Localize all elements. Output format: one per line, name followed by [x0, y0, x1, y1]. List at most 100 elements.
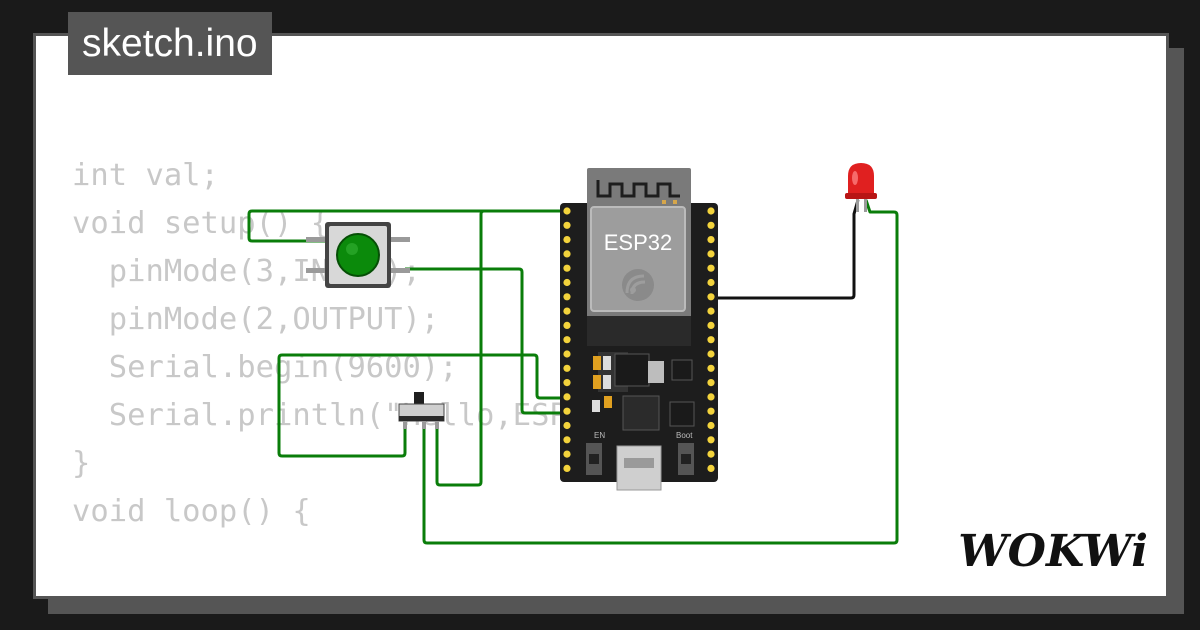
boot-label: Boot: [676, 431, 693, 440]
module-pins-strip: [587, 316, 691, 346]
smd-capacitor: [604, 396, 612, 408]
header-pin: [707, 436, 715, 444]
wire-switch-to-led: [422, 199, 899, 545]
header-pin: [563, 293, 571, 301]
wire-button-to-pin: [405, 267, 567, 415]
header-pin: [707, 379, 715, 387]
code-line: void setup() {: [72, 206, 330, 241]
black-wire: [717, 199, 860, 300]
smd-resistor: [592, 400, 600, 412]
led-leg: [856, 190, 859, 212]
header-pin: [563, 250, 571, 258]
wokwi-logo: WOKWi: [958, 526, 1148, 577]
header-pin: [707, 307, 715, 315]
board-label: ESP32: [604, 230, 673, 255]
pin-header-left: [563, 207, 571, 472]
green-wires: [247, 199, 899, 545]
module-pad: [673, 200, 677, 204]
header-pin: [707, 450, 715, 458]
code-line: pinMode(2,OUTPUT);: [72, 302, 440, 337]
header-pin: [707, 407, 715, 415]
antenna-trace: [596, 180, 680, 198]
header-pin: [563, 421, 571, 430]
switch-pin: [435, 421, 439, 429]
header-pin: [563, 307, 571, 315]
button-leg: [388, 268, 410, 273]
header-pin: [563, 407, 571, 415]
led-highlight: [852, 171, 858, 185]
usb-uart-chip: [622, 395, 660, 431]
header-pin: [563, 450, 571, 458]
wire-3v3-to-switch: [435, 209, 567, 487]
header-pin: [563, 364, 571, 372]
switch-handle: [414, 392, 424, 406]
boot-button-cap: [681, 454, 691, 464]
header-pin: [707, 250, 715, 258]
header-pin: [707, 464, 715, 472]
header-pin: [707, 293, 715, 301]
header-pin: [707, 207, 715, 215]
header-pin: [563, 264, 571, 272]
header-pin: [707, 336, 715, 344]
pin-header-right: [707, 207, 715, 472]
en-button-cap: [589, 454, 599, 464]
header-pin: [563, 464, 571, 472]
header-pin: [563, 393, 571, 401]
usb-port-opening: [624, 458, 654, 468]
header-pin: [563, 236, 571, 244]
smd-resistor: [603, 375, 611, 389]
pushbutton[interactable]: [306, 222, 410, 288]
header-pin: [707, 421, 715, 430]
smd-capacitor: [593, 356, 601, 370]
header-pin: [707, 350, 715, 358]
header-pin: [563, 221, 571, 229]
header-pin: [707, 364, 715, 372]
module-pad: [662, 200, 666, 204]
smd-transistor: [669, 401, 695, 427]
switch-pin: [403, 421, 407, 429]
en-label: EN: [594, 431, 605, 440]
header-pin: [707, 321, 715, 329]
switch-pin: [422, 421, 426, 429]
header-pin: [707, 278, 715, 287]
file-name-tab: sketch.ino: [68, 12, 272, 75]
code-line: }: [72, 446, 91, 481]
header-pin: [707, 393, 715, 401]
button-leg: [306, 268, 328, 273]
header-pin: [563, 207, 571, 215]
header-pin: [563, 379, 571, 387]
button-shine: [346, 243, 358, 255]
led-leg: [864, 190, 867, 212]
header-pin: [563, 436, 571, 444]
regulator-chip: [614, 353, 650, 387]
regulator-tab: [648, 361, 664, 383]
header-pin: [707, 264, 715, 272]
code-line: void loop() {: [72, 494, 311, 529]
switch-base: [399, 416, 444, 421]
header-pin: [563, 350, 571, 358]
red-led[interactable]: [845, 163, 877, 212]
header-pin: [563, 321, 571, 329]
header-pin: [707, 236, 715, 244]
slide-switch[interactable]: [398, 392, 445, 429]
esp32-board[interactable]: ESP32 EN Boot: [560, 168, 718, 491]
code-preview: int val;void setup() { pinMode(3,INPUT);…: [72, 152, 678, 536]
button-leg: [306, 237, 328, 242]
button-leg: [388, 237, 410, 242]
module-shield: [590, 206, 686, 312]
header-pin: [563, 278, 571, 287]
wire-button-to-3v3: [247, 209, 567, 243]
led-rim: [845, 193, 877, 199]
wire-gnd-to-switch: [277, 353, 567, 458]
code-line: int val;: [72, 158, 219, 193]
smd-chip: [671, 359, 693, 381]
led-dome: [848, 163, 874, 196]
header-pin: [707, 221, 715, 229]
button-cap: [336, 233, 380, 277]
smd-resistor: [603, 356, 611, 370]
smd-capacitor: [593, 375, 601, 389]
header-pin: [563, 336, 571, 344]
espressif-logo-icon: [622, 269, 654, 301]
